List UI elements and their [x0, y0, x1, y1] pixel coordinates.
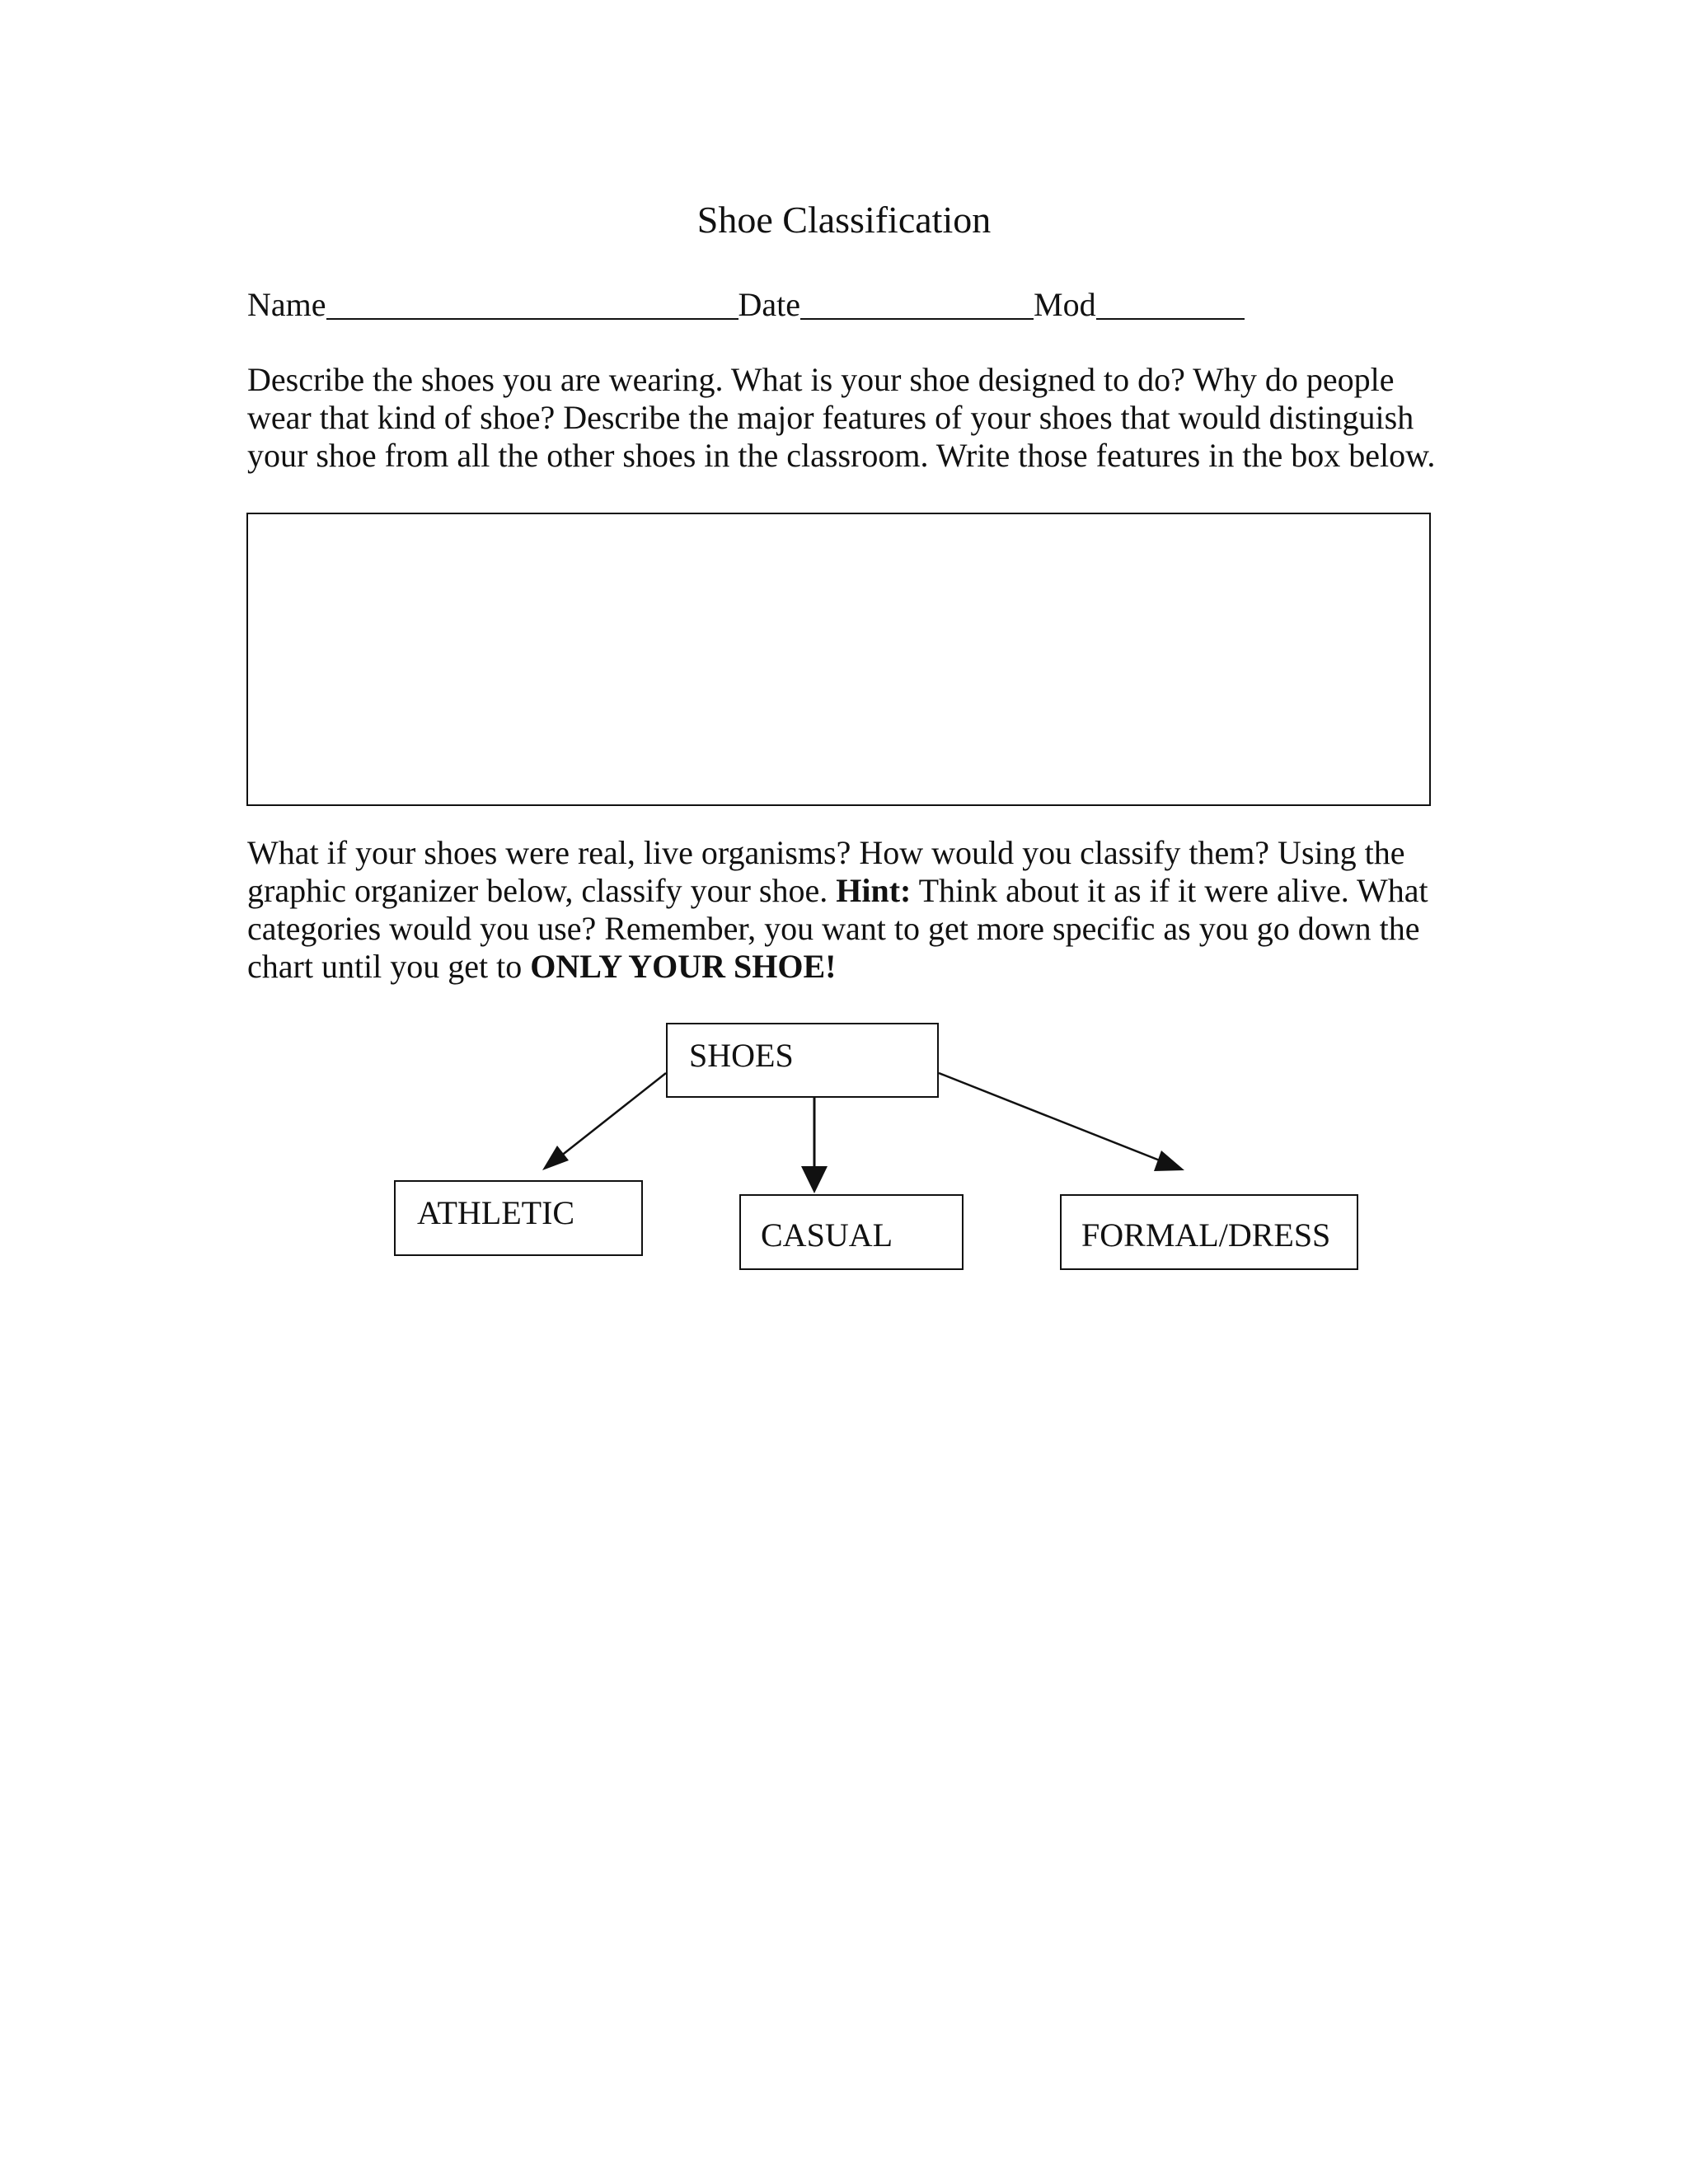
classification-text-part1: What if your shoes were real, live organ… — [247, 834, 1405, 909]
organizer-node-casual: CASUAL — [739, 1194, 964, 1270]
organizer-root-node: SHOES — [666, 1023, 939, 1098]
name-label: Name — [247, 286, 326, 323]
date-label: Date — [738, 286, 801, 323]
arrow-to-casual — [801, 1098, 828, 1193]
instructions-paragraph: Describe the shoes you are wearing. What… — [247, 361, 1436, 474]
mod-label: Mod — [1034, 286, 1096, 323]
page-title: Shoe Classification — [696, 199, 992, 241]
emphasis-text: ONLY YOUR SHOE! — [530, 948, 837, 985]
name-blank[interactable] — [326, 284, 738, 320]
classification-paragraph: What if your shoes were real, live organ… — [247, 834, 1442, 986]
features-answer-box[interactable] — [246, 513, 1431, 806]
classification-text-part2: Think about it as if it were alive. What… — [247, 872, 1428, 985]
mod-blank[interactable] — [1095, 284, 1245, 320]
organizer-root-label: SHOES — [689, 1037, 794, 1074]
date-blank[interactable] — [800, 284, 1034, 320]
organizer-node-label: ATHLETIC — [417, 1194, 575, 1231]
organizer-node-athletic: ATHLETIC — [394, 1180, 643, 1256]
arrow-to-athletic — [542, 1072, 667, 1170]
organizer-node-formal-dress: FORMAL/DRESS — [1060, 1194, 1358, 1270]
arrow-to-formal — [938, 1071, 1184, 1171]
organizer-node-label: CASUAL — [761, 1216, 893, 1254]
organizer-node-label: FORMAL/DRESS — [1081, 1216, 1331, 1254]
student-info-row: Name Date Mod — [247, 284, 1245, 326]
hint-label: Hint: — [836, 872, 912, 909]
